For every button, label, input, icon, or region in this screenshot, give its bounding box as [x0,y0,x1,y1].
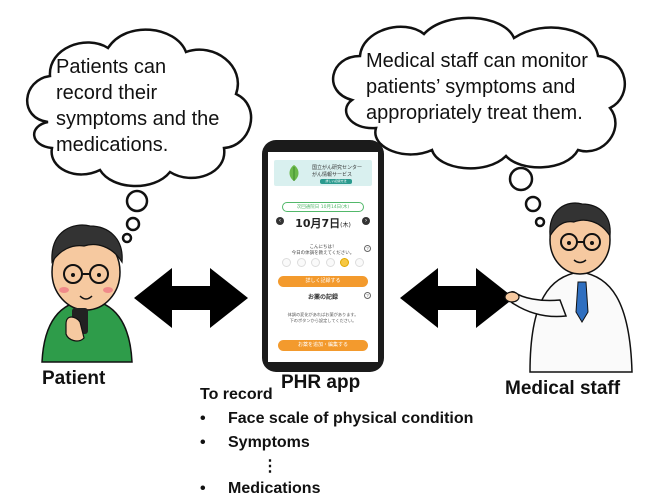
staff-cloud-shape [331,16,627,170]
edit-medication-button[interactable]: お薬を追加・編集する [278,340,368,351]
medication-section-title: お薬の記録 [307,294,338,301]
patient-cheek-right [103,287,113,293]
face-scale-option-4[interactable] [325,258,335,267]
medication-note-1: 体調の変化があればお薬があります。 [287,312,359,317]
list-bullet: • [200,410,206,427]
record-list-heading: To record [200,386,273,403]
record-details-button[interactable]: 詳しく記録する [278,276,368,287]
staff-thought-dot-small [534,216,546,228]
greeting-line-1: こんにちは！ [309,245,337,250]
face-scale-option-6[interactable] [354,258,364,267]
banner-line-1: 国立がん研究センター [312,165,363,171]
patient-eye-left [71,273,75,277]
info-banner[interactable]: 国立がん研究センター がん情報サービス 詳しい記録方法 [274,160,372,186]
patient-thought-dot-medium [125,216,141,232]
medical-staff-label: Medical staff [505,378,621,399]
phr-app-phone: 国立がん研究センター がん情報サービス 詳しい記録方法 次回通院日 10月14日… [262,140,384,372]
face-scale-option-3[interactable] [311,258,321,267]
medical-staff-illustration [504,202,633,373]
staff-tie [575,281,589,323]
staff-hand [504,291,520,303]
staff-mouth [573,259,587,264]
staff-eye-right [590,241,594,245]
right-double-arrow [400,268,514,328]
leaf-logo-icon [289,165,299,181]
face-scale [282,258,364,268]
patient-illustration [41,224,133,363]
help-icon[interactable]: ? [364,245,371,252]
patient-label: Patient [42,368,106,389]
staff-hair [549,202,611,238]
next-day-button[interactable]: › [362,217,370,225]
staff-bubble-text: Medical staff can monitor patients’ symp… [366,50,588,124]
patient-hair [51,224,123,264]
patient-thought-dot-small [121,232,133,244]
banner-tag[interactable]: 詳しい記録方法 [320,179,352,184]
current-date: 10月7日(木) [268,215,378,231]
left-double-arrow [134,268,248,328]
patient-cloud-shape [26,28,253,188]
date-main: 10月7日 [295,217,341,230]
staff-thought-dot-medium [524,195,542,213]
face-scale-option-2[interactable] [296,258,306,267]
list-bullet: • [200,480,206,497]
phr-app-label: PHR app [281,372,361,393]
patient-thought-dot-large [125,189,149,213]
list-item-face-scale: Face scale of physical condition [228,410,474,427]
patient-eye-right [97,273,101,277]
medication-note-2: 下のボタンから設定してください。 [289,318,357,323]
date-weekday: (木) [340,222,351,229]
list-item-medications: Medications [228,480,321,497]
patient-hand [65,316,85,342]
list-bullet: • [200,434,206,451]
staff-thought-dot-large [508,166,534,192]
patient-bubble-text: Patients can record their symptoms and t… [56,56,220,156]
patient-cheek-left [59,287,69,293]
staff-eye-left [567,241,571,245]
list-item-symptoms: Symptoms [228,434,310,451]
prev-day-button[interactable]: ‹ [276,217,284,225]
greeting-line-2: 今日の体調を教えてください。 [291,251,355,256]
medication-help-icon[interactable]: ? [364,292,371,299]
phone-screen: 国立がん研究センター がん情報サービス 詳しい記録方法 次回通院日 10月14日… [268,152,378,362]
face-scale-option-1[interactable] [282,258,291,267]
face-scale-option-5[interactable] [340,258,350,267]
next-visit-pill: 次回通院日 10月14日(木) [282,202,364,212]
patient-mouth [79,295,93,300]
banner-line-2: がん情報サービス [312,172,353,178]
vertical-ellipsis: ⋮ [262,458,278,475]
